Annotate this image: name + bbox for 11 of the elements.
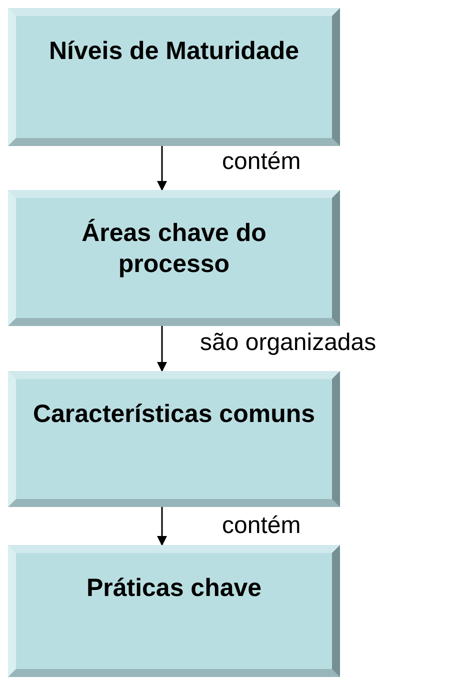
process-box bbox=[8, 371, 340, 507]
process-box bbox=[8, 190, 340, 326]
arrow bbox=[157, 146, 167, 191]
arrow bbox=[157, 507, 167, 546]
process-box bbox=[8, 8, 340, 146]
box-title: Áreas chave do processo bbox=[80, 218, 268, 280]
box-title: Níveis de Maturidade bbox=[48, 36, 300, 67]
box-title: Características comuns bbox=[32, 399, 316, 430]
arrow bbox=[157, 326, 167, 372]
process-box bbox=[8, 545, 340, 677]
box-title: Práticas chave bbox=[86, 573, 262, 604]
